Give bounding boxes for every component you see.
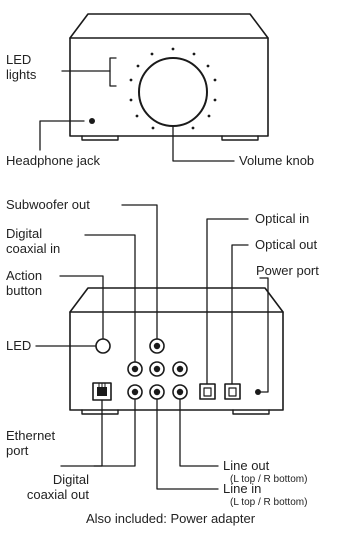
line-in-left-jack (149, 361, 165, 377)
rca-jacks (127, 338, 188, 400)
footer-note: Also included: Power adapter (85, 511, 256, 526)
volume-knob[interactable] (138, 57, 208, 127)
ethernet-port-label-line1: Ethernet (6, 428, 56, 443)
digital-coaxial-out-label-line1: Digital (52, 472, 89, 487)
led-lights-label-line2: lights (6, 67, 37, 82)
line-in-label: Line in (223, 481, 262, 496)
digital-coaxial-out-label: Digital coaxial out (27, 472, 89, 502)
led-lights-label: LED lights (6, 52, 36, 82)
optical-out-port (224, 383, 241, 400)
headphone-jack (89, 118, 95, 124)
led-label: LED (6, 338, 32, 353)
digital-coaxial-in-jack (127, 361, 143, 377)
led-lights-label-line1: LED (6, 52, 32, 67)
power-port (255, 389, 261, 395)
subwoofer-out-label: Subwoofer out (6, 197, 90, 212)
headphone-jack-label: Headphone jack (6, 153, 100, 168)
line-in-right-jack (149, 384, 165, 400)
front-unit (69, 13, 269, 141)
line-in-note: (L top / R bottom) (230, 497, 308, 508)
line-out-label: Line out (223, 458, 270, 473)
action-button[interactable] (95, 338, 111, 354)
power-port-label: Power port (256, 263, 319, 278)
digital-coaxial-out-label-line2: coaxial out (26, 487, 89, 502)
ethernet-port (92, 382, 112, 401)
line-out-left-jack (172, 361, 188, 377)
action-button-label: Action button (6, 268, 42, 298)
volume-knob-label: Volume knob (239, 153, 315, 168)
line-out-note: (L top / R bottom) (230, 474, 308, 485)
action-button-label-line2: button (6, 283, 43, 298)
line-out-right-jack (172, 384, 188, 400)
optical-in-port (199, 383, 216, 400)
action-button-label-line1: Action (6, 268, 43, 283)
digital-coaxial-in-label: Digital coaxial in (6, 226, 60, 256)
digital-coaxial-out-jack (127, 384, 143, 400)
led-light-dots (129, 47, 217, 130)
ethernet-port-label: Ethernet port (6, 428, 55, 458)
subwoofer-jack (149, 338, 165, 354)
optical-out-label: Optical out (255, 237, 318, 252)
optical-in-label: Optical in (255, 211, 310, 226)
digital-coaxial-in-label-line1: Digital (6, 226, 43, 241)
ethernet-port-label-line2: port (6, 443, 29, 458)
back-unit (69, 287, 284, 415)
digital-coaxial-in-label-line2: coaxial in (6, 241, 61, 256)
